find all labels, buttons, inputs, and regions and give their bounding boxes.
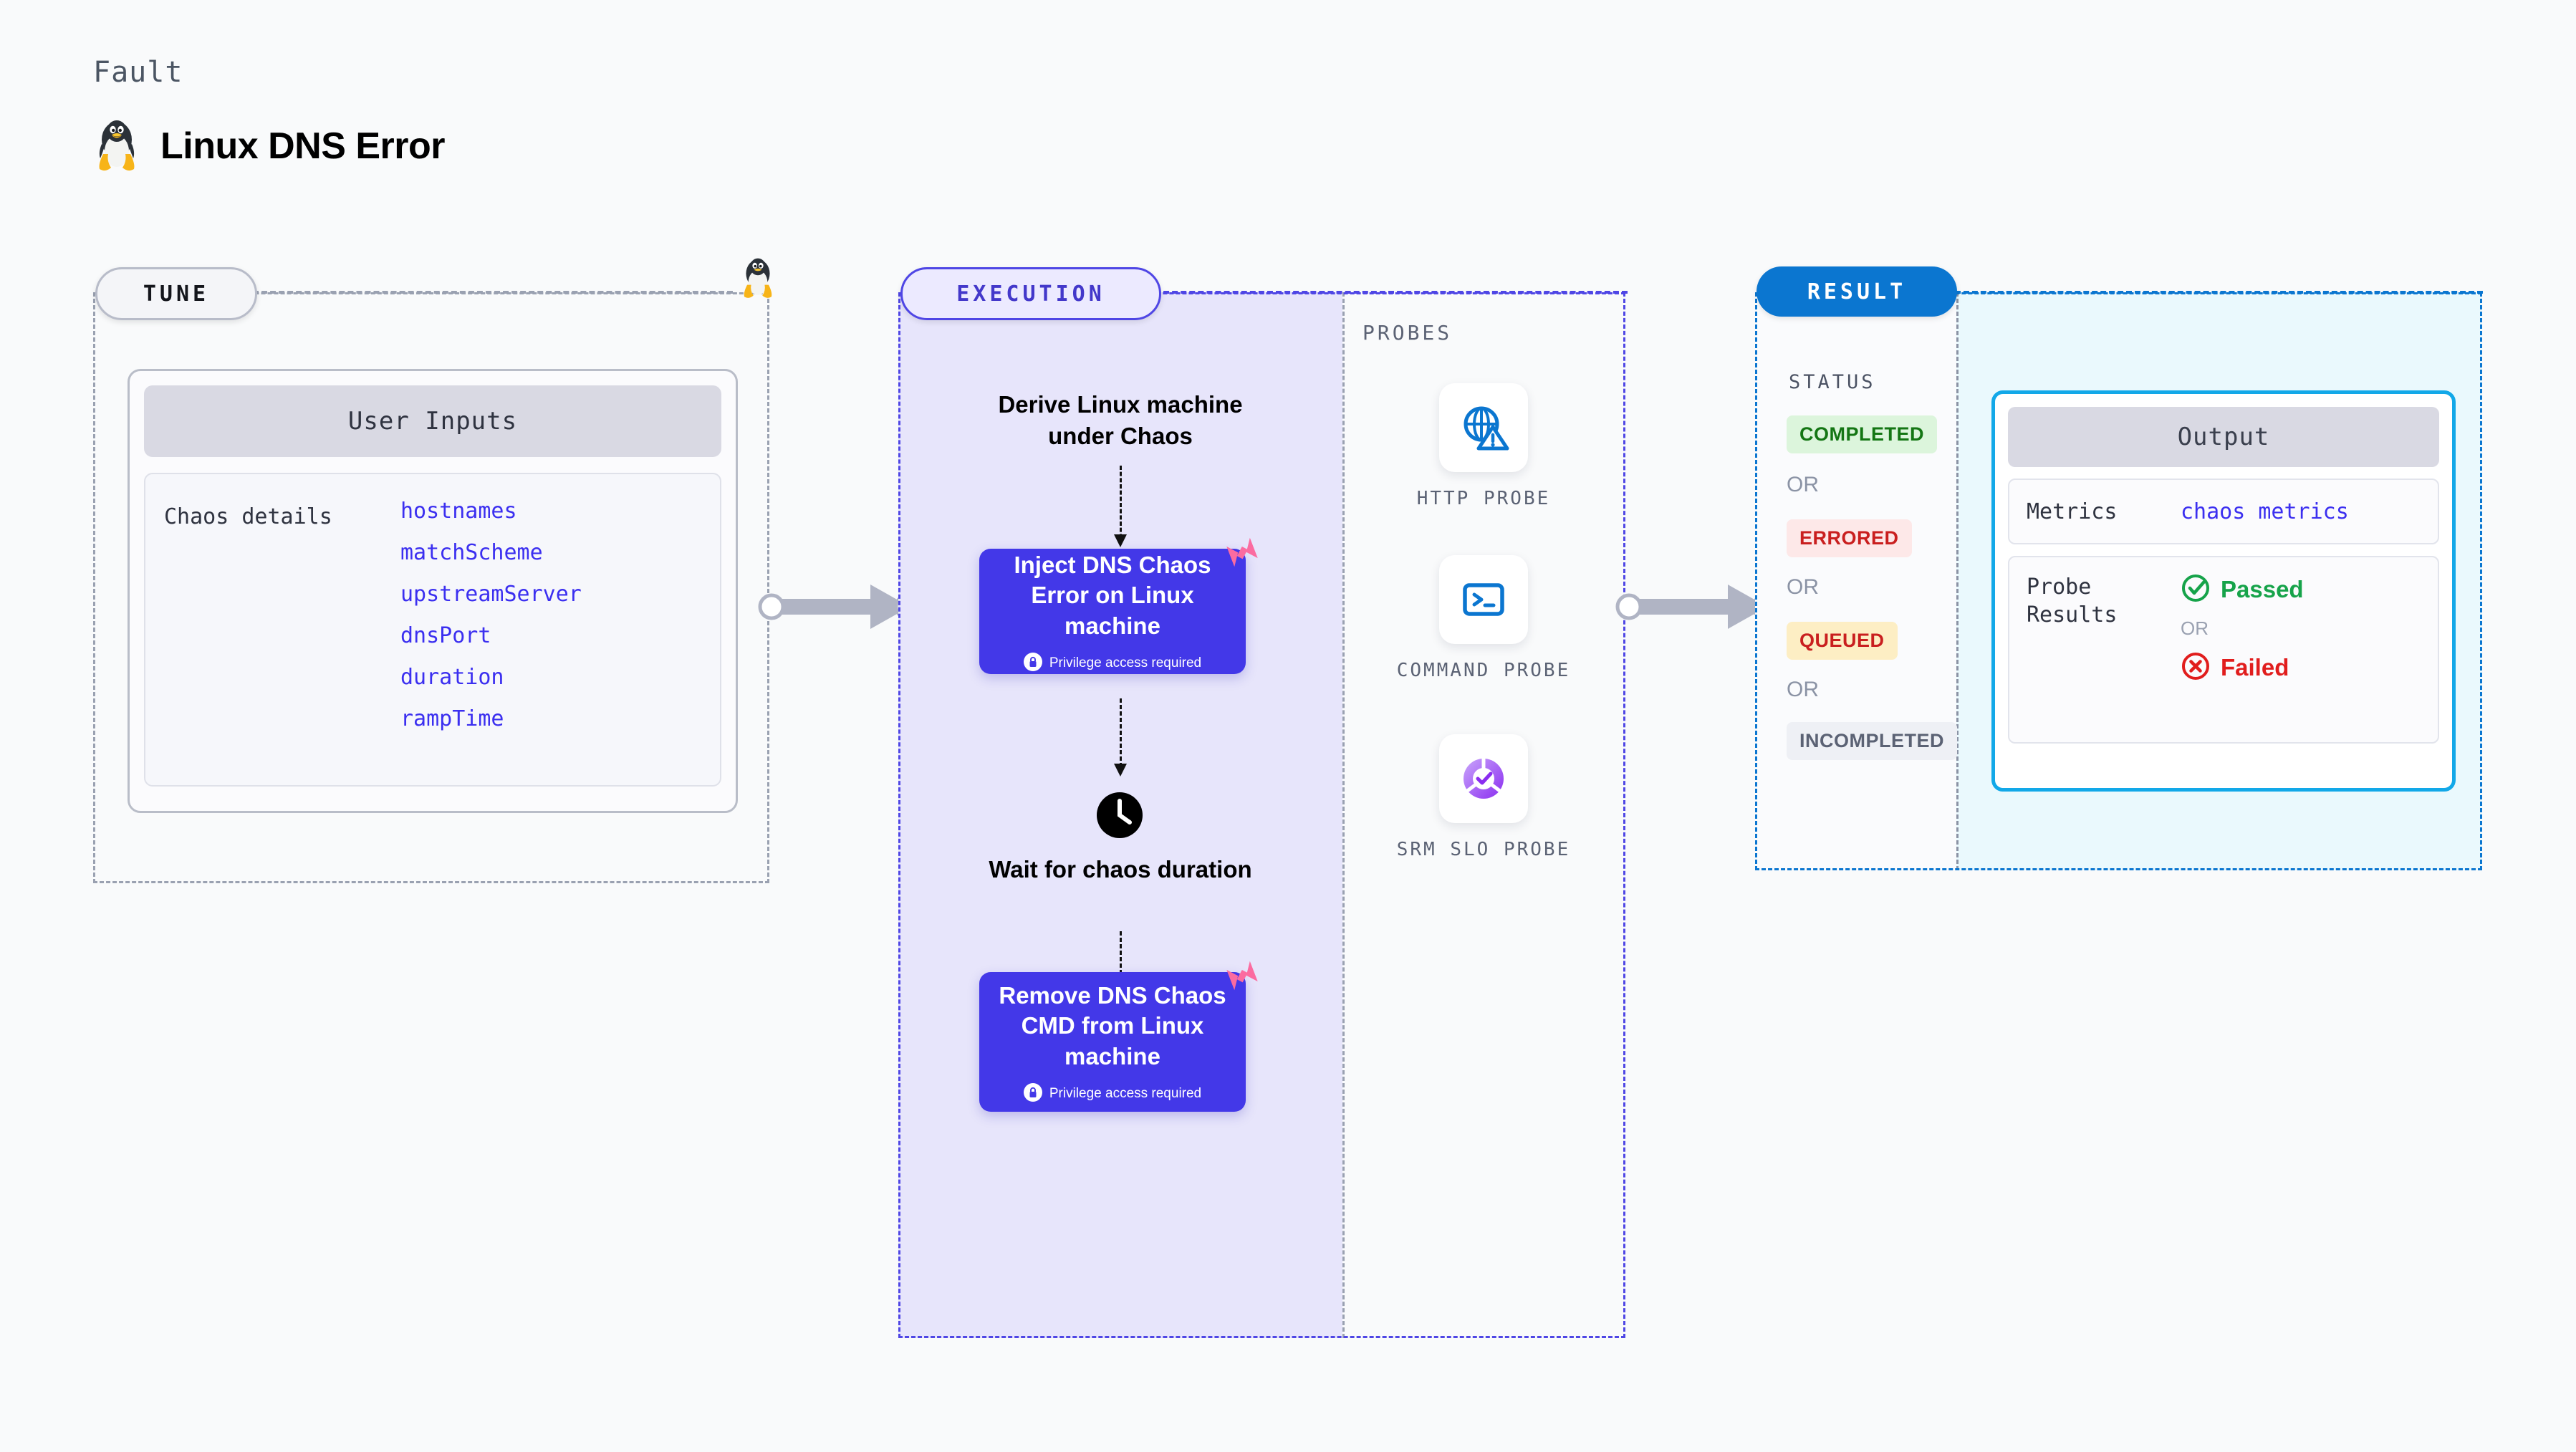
- linux-tux-penguin-icon: [93, 118, 140, 174]
- clock-icon: [1092, 788, 1147, 845]
- status-section-title: STATUS: [1789, 371, 1876, 393]
- lock-icon: [1023, 1082, 1042, 1105]
- tune-label-connector: [253, 291, 733, 294]
- status-badge: INCOMPLETED: [1787, 722, 1958, 760]
- list-item[interactable]: matchScheme: [400, 540, 543, 565]
- execution-panel-label: EXECUTION: [900, 267, 1161, 320]
- linux-tux-penguin-icon: [739, 256, 777, 304]
- x-circle-icon: [2181, 651, 2211, 684]
- user-inputs-header: User Inputs: [144, 385, 721, 457]
- slo-donut-check-icon: [1439, 734, 1528, 823]
- privilege-text: Privilege access required: [1049, 1085, 1202, 1101]
- result-status-fill: [1755, 292, 1956, 870]
- action-title: Inject DNS Chaos Error on Linux machine: [1014, 552, 1211, 639]
- privilege-badge: Privilege access required: [1023, 652, 1202, 674]
- page-title-row: Linux DNS Error: [93, 118, 446, 174]
- list-item[interactable]: upstreamServer: [400, 582, 582, 607]
- result-panel-divider: [1956, 292, 1959, 870]
- list-item[interactable]: duration: [400, 665, 504, 690]
- user-inputs-card: User Inputs Chaos details hostnames matc…: [128, 369, 738, 813]
- result-panel-label: RESULT: [1756, 266, 1957, 317]
- status-or-3: OR: [1787, 678, 1819, 701]
- remove-chaos-action-box[interactable]: Remove DNS Chaos CMD from Linux machine …: [979, 961, 1258, 1112]
- harness-logo-icon: [1220, 530, 1264, 577]
- status-or-1: OR: [1787, 473, 1819, 496]
- harness-logo-icon: [1220, 953, 1264, 1001]
- probe-http[interactable]: HTTP PROBE: [1390, 383, 1577, 511]
- probe-label: HTTP PROBE: [1416, 488, 1551, 509]
- chaos-parameter-list: hostnames matchScheme upstreamServer dns…: [400, 499, 582, 761]
- privilege-text: Privilege access required: [1049, 655, 1202, 670]
- inject-chaos-action-box[interactable]: Inject DNS Chaos Error on Linux machine …: [979, 537, 1258, 674]
- globe-warning-icon: [1439, 383, 1528, 472]
- result-label-connector: [1955, 291, 2483, 294]
- metrics-row: Metrics chaos metrics: [2008, 479, 2439, 544]
- status-or-2: OR: [1787, 575, 1819, 599]
- chaos-details-label: Chaos details: [164, 504, 332, 529]
- probe-result-or: OR: [2181, 617, 2209, 639]
- page-kicker: Fault: [93, 56, 183, 89]
- probe-results-row: Probe Results Passed OR: [2008, 556, 2439, 744]
- wait-duration-step: Wait for chaos duration: [989, 856, 1252, 883]
- probe-result-passed: Passed: [2181, 573, 2304, 606]
- probes-section-title: PROBES: [1363, 321, 1453, 345]
- probe-result-failed: Failed: [2181, 651, 2304, 684]
- probe-results-label: Probe Results: [2027, 574, 2118, 628]
- flow-arrow-2: [1114, 698, 1127, 777]
- probe-result-failed-text: Failed: [2221, 654, 2289, 681]
- privilege-badge: Privilege access required: [1023, 1082, 1202, 1105]
- probe-result-passed-text: Passed: [2221, 576, 2304, 602]
- list-item[interactable]: rampTime: [400, 706, 504, 731]
- output-card: Output Metrics chaos metrics Probe Resul…: [1991, 390, 2456, 792]
- status-badge: QUEUED: [1787, 622, 1898, 660]
- flow-arrow-1: [1114, 466, 1127, 547]
- probe-command[interactable]: COMMAND PROBE: [1390, 555, 1577, 683]
- probe-results-values: Passed OR Failed: [2181, 573, 2304, 684]
- list-item[interactable]: dnsPort: [400, 623, 491, 648]
- lock-icon: [1023, 652, 1042, 674]
- probe-label: SRM SLO PROBE: [1396, 839, 1571, 860]
- page-title: Linux DNS Error: [160, 125, 446, 167]
- derive-machine-step: Derive Linux machine under Chaos: [998, 391, 1243, 449]
- probes-subpanel-divider: [1342, 292, 1625, 1338]
- list-item[interactable]: hostnames: [400, 499, 517, 524]
- execution-label-connector: [1155, 291, 1628, 294]
- metrics-label: Metrics: [2027, 499, 2118, 524]
- check-circle-icon: [2181, 573, 2211, 606]
- tune-panel-label: TUNE: [95, 267, 257, 320]
- output-header: Output: [2008, 407, 2439, 467]
- status-badge: ERRORED: [1787, 519, 1912, 557]
- chaos-details-row: Chaos details hostnames matchScheme upst…: [144, 473, 721, 787]
- status-badge: COMPLETED: [1787, 415, 1938, 453]
- metrics-value[interactable]: chaos metrics: [2181, 499, 2349, 524]
- terminal-prompt-icon: [1439, 555, 1528, 644]
- probe-label: COMMAND PROBE: [1396, 660, 1571, 681]
- probe-srm-slo[interactable]: SRM SLO PROBE: [1390, 734, 1577, 862]
- action-title: Remove DNS Chaos CMD from Linux machine: [999, 982, 1226, 1069]
